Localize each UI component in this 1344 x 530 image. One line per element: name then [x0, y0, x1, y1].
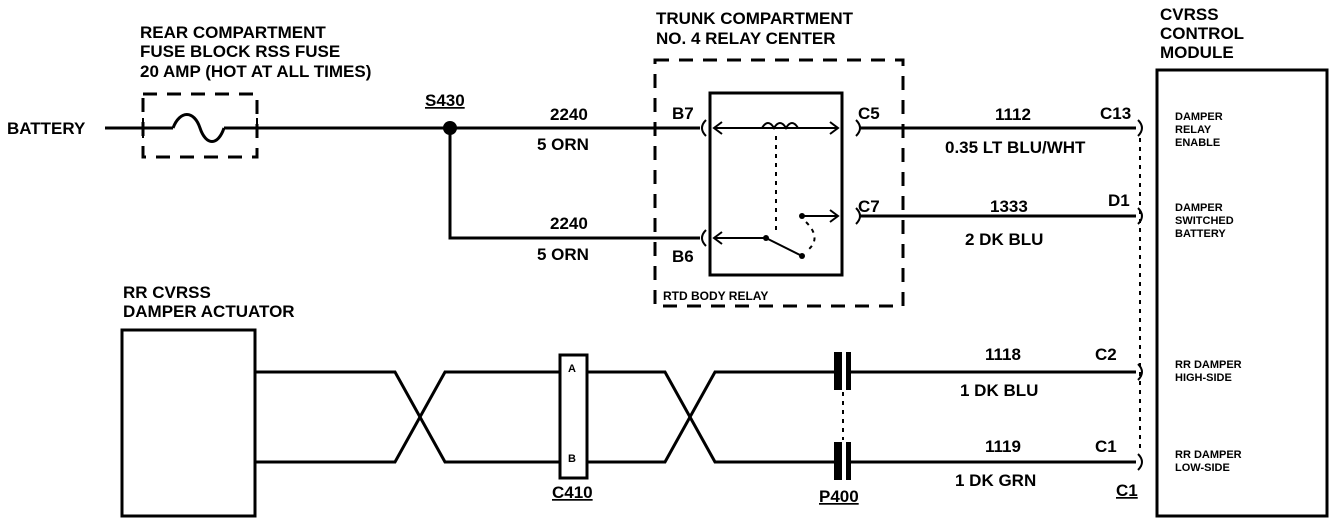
actuator-box [120, 328, 257, 518]
pin-d1-label: D1 [1108, 191, 1130, 210]
wire-2240-upper-circuit: 2240 [550, 105, 588, 124]
actuator-title-line2: DAMPER ACTUATOR [123, 302, 295, 321]
splice-label: S430 [425, 91, 465, 110]
wire-1119-color: 1 DK GRN [955, 471, 1036, 490]
p400-label: P400 [819, 487, 859, 506]
fuse-block: REAR COMPARTMENT FUSE BLOCK RSS FUSE 20 … [140, 23, 371, 159]
relay-center-title-line2: NO. 4 RELAY CENTER [656, 29, 836, 48]
fuse-block-title-line1: REAR COMPARTMENT [140, 23, 326, 42]
actuator-title-line1: RR CVRSS [123, 283, 211, 302]
switch-contact-no [799, 213, 805, 219]
twisted-pair-left-b [255, 370, 560, 464]
terminal-switched-battery-2: SWITCHED [1175, 215, 1234, 227]
damper-actuator: RR CVRSS DAMPER ACTUATOR [120, 283, 295, 518]
terminal-high-side-2: HIGH-SIDE [1175, 372, 1232, 384]
twisted-pair-left-a [255, 370, 560, 464]
relay-switch-arm [765, 237, 803, 257]
wire-2240-lower-circuit: 2240 [550, 214, 588, 233]
module-title-line2: CONTROL [1160, 24, 1244, 43]
switch-motion-arc [805, 221, 816, 251]
pin-b7-label: B7 [672, 104, 694, 123]
battery-label: BATTERY [7, 119, 86, 138]
connector-p400: P400 [819, 352, 859, 506]
pin-c5-label: C5 [858, 104, 880, 123]
coil-arrow-left [712, 121, 723, 135]
wire-2240-upper-color: 5 ORN [537, 135, 589, 154]
p400-upper-left [834, 352, 842, 390]
fuse-symbol [171, 113, 226, 143]
wire-1118-circuit: 1118 [985, 345, 1021, 364]
module-title-line3: MODULE [1160, 43, 1234, 62]
wire-2240-lower [448, 128, 700, 240]
terminal-switched-battery-1: DAMPER [1175, 202, 1223, 214]
pin-c13-terminal [1137, 119, 1143, 137]
pin-c2-label: C2 [1095, 345, 1117, 364]
terminal-relay-enable-1: DAMPER [1175, 111, 1223, 123]
pin-c7-label: C7 [858, 197, 880, 216]
wire-1112-circuit: 1112 [995, 105, 1031, 124]
pin-c1-terminal [1137, 453, 1143, 471]
wire-2240-lower-color: 5 ORN [537, 245, 589, 264]
c410-body [558, 353, 589, 480]
module-outline [1155, 68, 1329, 518]
switch-contact-nc [799, 253, 805, 259]
pin-c1-label: C1 [1095, 437, 1117, 456]
terminal-low-side-1: RR DAMPER [1175, 449, 1242, 461]
terminal-switched-battery-3: BATTERY [1175, 228, 1226, 240]
pin-b7-terminal [701, 119, 707, 137]
terminal-relay-enable-3: ENABLE [1175, 137, 1220, 149]
wire-1118-color: 1 DK BLU [960, 381, 1038, 400]
control-module: CVRSS CONTROL MODULE C13 D1 C2 C1 C1 DAM… [1095, 5, 1329, 518]
fuse-block-rating: 20 AMP (HOT AT ALL TIMES) [140, 62, 371, 81]
terminal-low-side-2: LOW-SIDE [1175, 462, 1230, 474]
twisted-pair-right-b [587, 370, 840, 464]
terminal-relay-enable-2: RELAY [1175, 124, 1212, 136]
twisted-pair-right-a [587, 370, 840, 464]
p400-lower-right [846, 442, 851, 480]
wire-1119-circuit: 1119 [985, 437, 1021, 456]
relay-name: RTD BODY RELAY [663, 289, 768, 303]
fuse-block-title-line2: FUSE BLOCK RSS FUSE [140, 42, 340, 61]
pin-b6-terminal [701, 229, 707, 247]
pin-b6-label: B6 [672, 247, 694, 266]
c410-pin-a: A [568, 363, 576, 375]
relay-box [708, 91, 844, 277]
switch-arrow-left [712, 231, 723, 245]
relay-center-outline [653, 58, 905, 308]
module-connector-label: C1 [1116, 481, 1138, 500]
coil-arrow-right [829, 121, 840, 135]
relay-coil [761, 122, 799, 130]
c410-label: C410 [552, 483, 593, 502]
p400-lower-left [834, 442, 842, 480]
relay-center: TRUNK COMPARTMENT NO. 4 RELAY CENTER RTD… [653, 9, 905, 308]
c410-pin-b: B [568, 453, 576, 465]
wire-1333-color: 2 DK BLU [965, 230, 1043, 249]
wire-1112-color: 0.35 LT BLU/WHT [945, 138, 1086, 157]
terminal-high-side-1: RR DAMPER [1175, 359, 1242, 371]
module-title-line1: CVRSS [1160, 5, 1219, 24]
connector-c410: A B C410 [552, 353, 593, 502]
p400-upper-right [846, 352, 851, 390]
relay-center-title-line1: TRUNK COMPARTMENT [656, 9, 854, 28]
wire-1333-circuit: 1333 [990, 197, 1028, 216]
pin-c13-label: C13 [1100, 104, 1131, 123]
switch-arrow-right [829, 209, 840, 223]
